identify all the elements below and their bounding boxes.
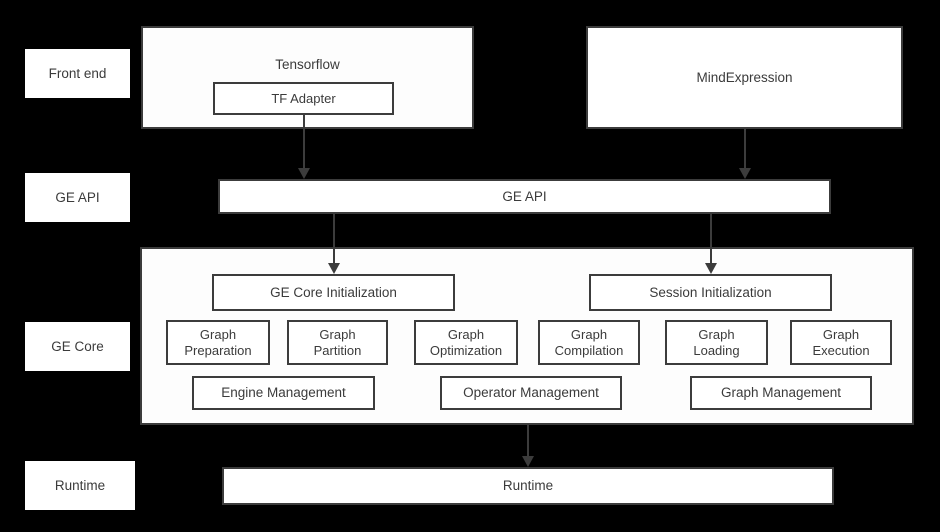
engine-management-box[interactable]: Engine Management bbox=[192, 376, 375, 410]
tensorflow-title: Tensorflow bbox=[275, 57, 340, 72]
connector-line bbox=[527, 425, 529, 456]
graph-loading-box[interactable]: Graph Loading bbox=[665, 320, 768, 365]
layer-label-ge-api: GE API bbox=[25, 173, 130, 222]
operator-management-box[interactable]: Operator Management bbox=[440, 376, 622, 410]
runtime-bar[interactable]: Runtime bbox=[222, 467, 834, 505]
ge-core-initialization-box[interactable]: GE Core Initialization bbox=[212, 274, 455, 311]
layer-label-runtime: Runtime bbox=[25, 461, 135, 510]
connector-mindexpression-to-ge-api bbox=[739, 129, 751, 179]
mindexpression-group: MindExpression bbox=[586, 26, 903, 129]
graph-partition-box[interactable]: Graph Partition bbox=[287, 320, 388, 365]
graph-execution-box[interactable]: Graph Execution bbox=[790, 320, 892, 365]
graph-preparation-box[interactable]: Graph Preparation bbox=[166, 320, 270, 365]
arrowhead-icon bbox=[739, 168, 751, 179]
arrowhead-icon bbox=[522, 456, 534, 467]
connector-line bbox=[744, 129, 746, 168]
connector-ge-core-to-runtime bbox=[522, 425, 534, 467]
ge-api-bar[interactable]: GE API bbox=[218, 179, 831, 214]
graph-management-box[interactable]: Graph Management bbox=[690, 376, 872, 410]
graph-optimization-box[interactable]: Graph Optimization bbox=[414, 320, 518, 365]
arrowhead-icon bbox=[298, 168, 310, 179]
layer-label-ge-core: GE Core bbox=[25, 322, 130, 371]
session-initialization-box[interactable]: Session Initialization bbox=[589, 274, 832, 311]
layer-label-front-end: Front end bbox=[25, 49, 130, 98]
tf-adapter-box[interactable]: TF Adapter bbox=[213, 82, 394, 115]
graph-compilation-box[interactable]: Graph Compilation bbox=[538, 320, 640, 365]
